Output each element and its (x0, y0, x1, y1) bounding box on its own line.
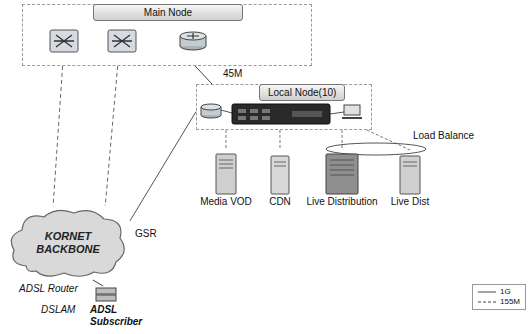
node-label: Live Dist (391, 196, 429, 208)
legend-text: 155M (500, 297, 520, 307)
server-icon (400, 156, 420, 194)
server-icon (400, 156, 420, 194)
legend-box: 1G155M (472, 284, 526, 310)
main-node-region: Main Node (22, 4, 312, 66)
switch-icon (108, 30, 136, 52)
server-icon (216, 154, 236, 194)
network-link (130, 112, 196, 221)
load-balance-ring (326, 143, 426, 155)
server-node: Media VOD (200, 150, 252, 208)
server-node: Live Distribution (306, 150, 377, 208)
server-icon (326, 154, 358, 194)
network-switch (232, 104, 330, 124)
node-label: CDN (269, 196, 291, 208)
network-link (53, 66, 62, 206)
server-node: Live Dist (391, 150, 429, 208)
network-link (342, 130, 343, 150)
server-node: CDN (269, 150, 291, 208)
legend-sample (478, 289, 496, 295)
network-switch (238, 116, 246, 120)
dslam-icon (96, 295, 116, 301)
network-switch (262, 109, 270, 113)
region-heading: Local Node(10) (259, 84, 345, 101)
local-node-region: Local Node(10) (196, 84, 372, 130)
legend-text: 1G (500, 287, 511, 297)
network-switch (250, 109, 258, 113)
bandwidth-label: 45M (222, 68, 243, 79)
network-switch (250, 116, 258, 120)
network-switch (232, 104, 330, 124)
group-label: Load Balance (412, 130, 475, 141)
router-icon (201, 104, 221, 110)
server-icon (274, 162, 286, 166)
network-link (105, 66, 118, 206)
network-link (195, 66, 212, 84)
region-heading: Main Node (93, 4, 243, 21)
terminal-icon (344, 105, 360, 115)
cloud-shape (11, 210, 124, 276)
server-icon (219, 160, 233, 168)
switch-icon (108, 30, 136, 52)
network-link (279, 130, 280, 150)
device-label: DSLAM (40, 304, 76, 315)
server-icon (403, 162, 417, 166)
router-icon (180, 32, 206, 40)
network-switch (238, 109, 246, 113)
legend-row: 1G (478, 287, 520, 297)
node-label: Media VOD (200, 196, 252, 208)
network-link (367, 130, 410, 150)
device-label: ADSL Router (18, 283, 79, 294)
backbone-cloud: KORNET BACKBONE (6, 206, 130, 280)
legend-sample (478, 299, 496, 305)
terminal-icon (342, 117, 362, 119)
node-label: Live Distribution (306, 196, 377, 208)
router-icon (201, 104, 221, 118)
server-icon (326, 154, 358, 194)
node-label: KORNET BACKBONE (26, 230, 110, 256)
server-icon (271, 156, 289, 194)
network-switch (292, 111, 322, 117)
legend-line-sample (478, 292, 496, 293)
dslam-icon (96, 288, 116, 301)
switch-icon (50, 30, 78, 52)
legend-line-sample (478, 302, 496, 303)
server-icon (216, 154, 236, 194)
node-label: ADSL Subscriber (90, 304, 156, 328)
legend-row: 155M (478, 297, 520, 307)
link-label: GSR (134, 228, 158, 239)
subscriber-node: ADSL Subscriber (90, 286, 156, 328)
dslam-icon (96, 288, 116, 294)
switch-icon (54, 35, 74, 47)
router-icon (180, 32, 206, 50)
terminal-icon (342, 105, 362, 118)
switch-icon (112, 35, 132, 47)
server-icon (271, 156, 289, 194)
network-switch (262, 116, 270, 120)
network-link (225, 130, 226, 150)
router-icon (187, 33, 199, 39)
server-icon (330, 160, 354, 175)
network-link (93, 280, 103, 286)
switch-icon (50, 30, 78, 52)
